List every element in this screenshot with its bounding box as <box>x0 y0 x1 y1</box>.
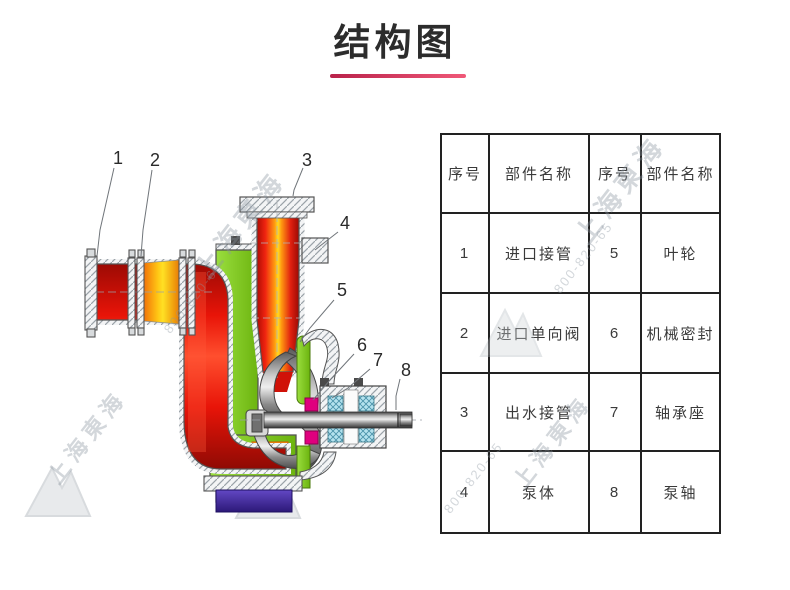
pump-base <box>203 475 303 513</box>
callout-7: 7 <box>373 350 383 370</box>
table-cell: 4 <box>442 452 490 532</box>
table-cell: 轴承座 <box>642 374 719 452</box>
callout-6: 6 <box>357 335 367 355</box>
table-cell: 5 <box>590 214 642 294</box>
table-cell: 1 <box>442 214 490 294</box>
table-cell: 泵体 <box>490 452 590 532</box>
title-underline <box>330 74 466 78</box>
table-header-cell: 序号 <box>442 135 490 214</box>
table-cell: 叶轮 <box>642 214 719 294</box>
pump-structure-diagram: 1 2 3 4 5 6 7 8 <box>24 148 422 519</box>
table-cell: 机械密封 <box>642 294 719 374</box>
callout-1: 1 <box>113 148 123 168</box>
callout-8: 8 <box>401 360 411 380</box>
parts-table: 序号 部件名称 序号 部件名称 1 进口接管 5 叶轮 2 进口单向阀 6 机械… <box>440 133 721 534</box>
table-cell: 进口单向阀 <box>490 294 590 374</box>
callout-2: 2 <box>150 150 160 170</box>
pump-shaft <box>240 411 422 429</box>
table-cell: 8 <box>590 452 642 532</box>
table-header-cell: 部件名称 <box>490 135 590 214</box>
table-cell: 3 <box>442 374 490 452</box>
table-header-cell: 部件名称 <box>642 135 719 214</box>
table-cell: 出水接管 <box>490 374 590 452</box>
callout-4: 4 <box>340 213 350 233</box>
table-header-cell: 序号 <box>590 135 642 214</box>
page-title: 结构图 <box>333 22 457 63</box>
table-cell: 2 <box>442 294 490 374</box>
inlet-flanges <box>84 248 196 338</box>
callout-leader-lines <box>96 167 401 410</box>
table-cell: 泵轴 <box>663 484 698 502</box>
callout-5: 5 <box>337 280 347 300</box>
table-cell: 进口接管 <box>490 214 590 294</box>
callout-3: 3 <box>302 150 312 170</box>
table-cell: 6 <box>590 294 642 374</box>
table-cell: 7 <box>590 374 642 452</box>
callout-numbers: 1 2 3 4 5 6 7 8 <box>113 148 411 380</box>
